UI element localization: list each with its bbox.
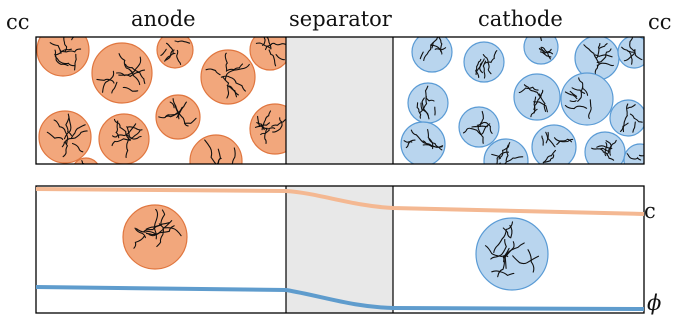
separator-label: separator — [289, 7, 393, 31]
anode-particle — [189, 134, 243, 164]
separator-region — [286, 37, 393, 164]
anode-particle — [36, 37, 90, 77]
cathode-particles — [400, 37, 644, 164]
cathode-particle — [523, 37, 559, 65]
cathode-particle — [609, 99, 644, 137]
anode-particles — [36, 37, 286, 164]
potential-profile — [35, 285, 645, 311]
anode-single-particle — [122, 204, 188, 270]
cell-frame-top — [35, 36, 645, 165]
cathode-particle — [623, 143, 644, 164]
anode-particle — [249, 37, 286, 71]
cathode-single-particle — [475, 217, 549, 291]
cathode-particle — [400, 121, 446, 164]
cathode-particle — [513, 73, 561, 121]
anode-particle — [98, 113, 150, 164]
anode-particle — [156, 37, 194, 69]
anode-representative-particle — [122, 204, 188, 270]
cathode-label: cathode — [478, 7, 563, 31]
cathode-particle — [617, 37, 644, 69]
cc-left-label: cc — [6, 10, 30, 34]
cathode-particle — [531, 124, 577, 164]
anode-particle — [73, 157, 99, 164]
cathode-particle — [411, 37, 453, 73]
profile-panel — [35, 185, 645, 314]
potential-label: ϕ — [647, 291, 661, 315]
cathode-particle — [483, 138, 529, 164]
cathode-particle — [458, 106, 500, 148]
cathode-particle — [584, 131, 626, 164]
cathode-particle — [574, 37, 620, 81]
anode-particle — [249, 103, 286, 155]
cell-frame-bottom — [35, 185, 645, 314]
cathode-particle — [463, 41, 505, 83]
anode-particle — [38, 110, 92, 164]
anode-label: anode — [131, 7, 196, 31]
cathode-representative-particle — [475, 217, 549, 291]
concentration-profile — [35, 187, 645, 216]
cathode-particle — [407, 82, 449, 124]
anode-particle — [91, 42, 153, 104]
electrode-microstructure-panel — [35, 36, 645, 165]
concentration-label: c — [644, 199, 656, 223]
anode-particle — [155, 94, 201, 140]
cathode-particle — [560, 72, 614, 126]
cc-right-label: cc — [648, 10, 672, 34]
anode-particle — [200, 49, 256, 105]
